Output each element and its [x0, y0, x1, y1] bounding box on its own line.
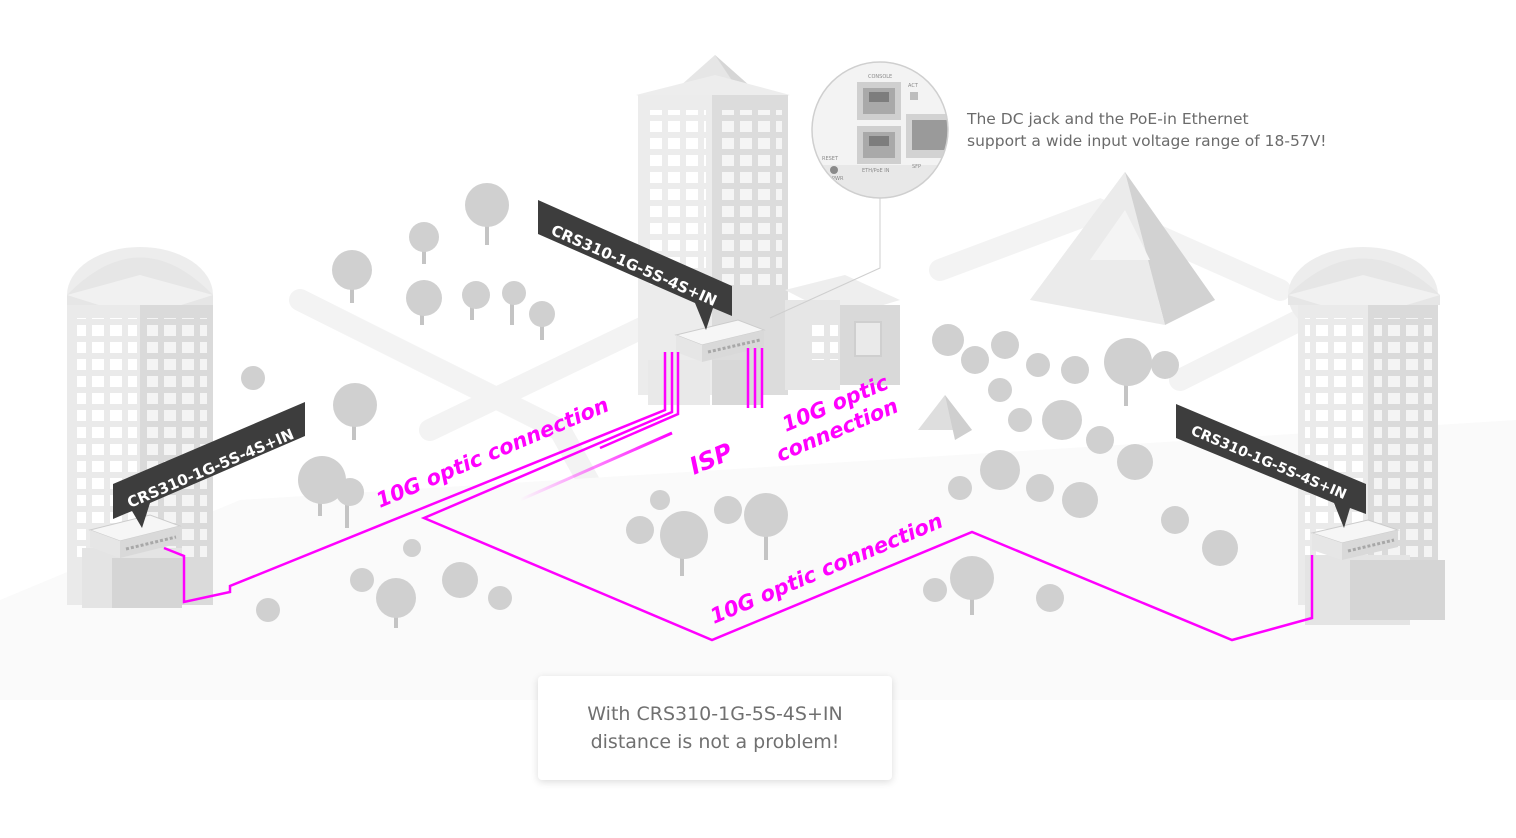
tree — [442, 562, 478, 598]
tree — [333, 383, 377, 440]
summary-line-2: distance is not a problem! — [590, 731, 840, 753]
tree — [1161, 506, 1189, 534]
tree — [1202, 530, 1238, 566]
tree — [923, 578, 947, 602]
tree — [1061, 356, 1089, 384]
tree — [650, 490, 670, 510]
port-magnifier-ring — [811, 61, 949, 199]
small-pyramid — [918, 395, 972, 440]
mountain — [1030, 172, 1215, 325]
tree — [1086, 426, 1114, 454]
tree — [714, 496, 742, 524]
tree — [961, 346, 989, 374]
summary-line-1: With CRS310-1G-5S-4S+IN — [587, 703, 843, 725]
tree — [1008, 408, 1032, 432]
tree — [298, 456, 346, 516]
tree — [988, 378, 1012, 402]
eth-port-label: ETH/PoE IN — [862, 168, 890, 174]
console-port — [857, 82, 901, 120]
tree — [529, 301, 555, 340]
tree — [660, 511, 708, 576]
reset-button-hole — [830, 166, 838, 174]
tree — [465, 183, 509, 245]
tree — [409, 222, 439, 264]
tree — [932, 324, 964, 356]
tree — [1151, 351, 1179, 379]
right-switch — [1310, 519, 1400, 560]
center-switch — [674, 319, 766, 362]
voltage-callout: The DC jack and the PoE-in Ethernet supp… — [967, 108, 1387, 152]
tree — [626, 516, 654, 544]
port-magnifier: CONSOLE ETH/PoE IN ACT RESET SFP PWR — [812, 62, 948, 198]
tree — [376, 578, 416, 628]
summary-box: With CRS310-1G-5S-4S+IN distance is not … — [538, 676, 892, 780]
tree — [403, 539, 421, 557]
ground-shadow — [0, 420, 1516, 700]
voltage-callout-line-1: The DC jack and the PoE-in Ethernet — [967, 110, 1249, 128]
sfp-port — [906, 114, 948, 158]
act-label: ACT — [908, 83, 919, 89]
tree — [241, 366, 265, 390]
tree — [488, 586, 512, 610]
act-led — [910, 92, 918, 100]
tree — [980, 450, 1020, 490]
tree — [462, 281, 490, 320]
power-label: PWR — [832, 176, 844, 182]
tree — [332, 250, 372, 303]
left-tower — [67, 247, 213, 608]
isp-line — [519, 431, 673, 502]
sfp-label: SFP — [912, 164, 921, 170]
tree — [336, 478, 364, 528]
tree — [1117, 444, 1153, 480]
tree — [1062, 482, 1098, 518]
tree — [502, 281, 526, 325]
trees — [241, 183, 1238, 628]
tree — [948, 476, 972, 500]
tree — [1026, 474, 1054, 502]
link-center-to-bottom — [420, 352, 1314, 642]
ethernet-poe-port — [857, 126, 901, 164]
reset-label: RESET — [822, 156, 839, 162]
tree — [1036, 584, 1064, 612]
tree — [406, 280, 442, 325]
link-center-dual-a — [599, 352, 680, 450]
left-switch — [88, 514, 182, 558]
tree — [991, 331, 1019, 359]
tree — [950, 556, 994, 615]
connection-lines — [163, 348, 1314, 642]
voltage-callout-line-2: support a wide input voltage range of 18… — [967, 132, 1327, 150]
link-left-to-center — [163, 352, 667, 604]
tree — [1042, 400, 1082, 440]
tree — [744, 493, 788, 560]
tree — [1104, 338, 1152, 406]
annex-building — [785, 275, 900, 390]
tree — [350, 568, 374, 592]
console-port-label: CONSOLE — [868, 74, 892, 80]
tree — [256, 598, 280, 622]
tree — [1026, 353, 1050, 377]
